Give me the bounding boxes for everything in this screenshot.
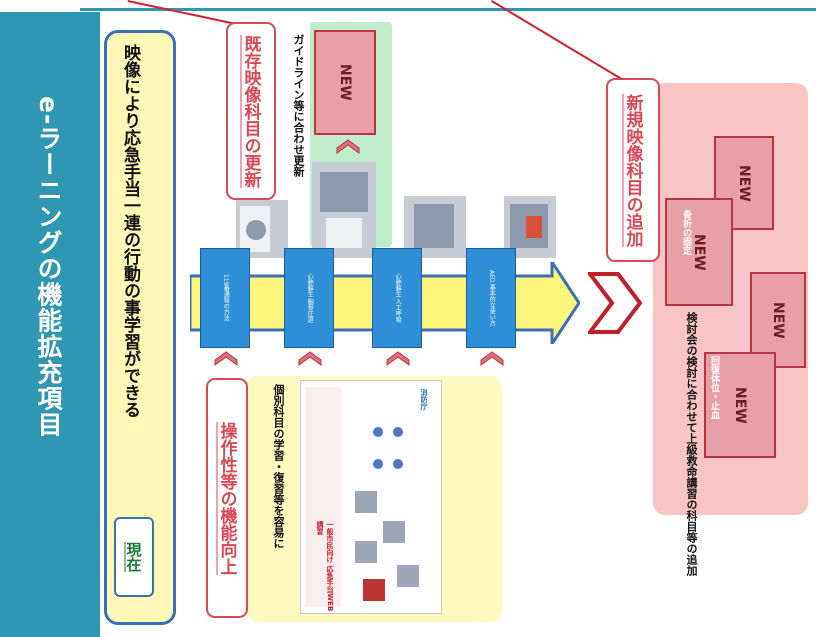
new-subject-item-1: 骨折の固定 <box>681 210 691 255</box>
existing-update-new-label: NEW <box>337 64 353 101</box>
step-2-chevron <box>298 351 322 366</box>
current-badge-label: 現在 <box>124 542 143 572</box>
flow-step-1: 119番通報の方法 <box>200 248 250 348</box>
web-course-brand: 消防庁 <box>420 389 428 410</box>
new-subject-box-1-label: NEW <box>736 164 752 202</box>
photo-aed <box>504 196 556 258</box>
operability-note: 個別科目の学習・復習等を容易に <box>272 384 285 549</box>
new-subject-box-3: NEW <box>750 272 806 368</box>
existing-update-heading-label: 既存映像科目の更新 <box>240 34 261 188</box>
web-course-menu-dot-1 <box>373 427 383 437</box>
callout-line-right <box>490 0 638 90</box>
flow-step-2-label: 心肺蘇生 胸骨圧迫 <box>306 273 314 323</box>
photo-chest-compression <box>312 162 376 258</box>
web-course-header <box>305 387 341 607</box>
web-course-thumb-3 <box>355 541 377 563</box>
operability-heading: 操作性等の機能向上 <box>206 378 248 618</box>
flow-step-3-label: 心肺蘇生 人工呼吸 <box>394 273 402 323</box>
existing-update-new-box: NEW <box>314 30 376 135</box>
new-subject-box-4: NEW <box>704 352 776 458</box>
new-subjects-chevron <box>588 272 642 334</box>
web-course-menu-dot-4 <box>393 459 403 469</box>
callout-line-left <box>127 0 238 26</box>
web-course-screen: 一般市民向け 応急手当WEB講習 消防庁 <box>300 380 442 614</box>
new-subjects-heading-label: 新規映像科目の追加 <box>622 93 643 247</box>
page-title: e-ラーニングの機能拡充項目 <box>34 96 63 438</box>
step-3-chevron <box>386 351 410 366</box>
new-subjects-heading: 新規映像科目の追加 <box>606 78 660 262</box>
operability-heading-label: 操作性等の機能向上 <box>216 421 237 575</box>
new-subjects-note: 検討会の検討に合わせて上級救命講習の科目等の追加 <box>685 312 698 576</box>
existing-update-chevron <box>336 139 360 154</box>
current-state-text: 映像により応急手当一連の行動の事学習ができる <box>120 44 140 418</box>
new-subject-box-4-label: NEW <box>732 386 748 424</box>
existing-update-heading: 既存映像科目の更新 <box>226 22 276 200</box>
web-course-thumb-2 <box>383 521 405 543</box>
new-subject-item-2: 回復体位・止血 <box>709 356 719 419</box>
new-subject-box-2: NEW <box>665 198 733 306</box>
top-border-line <box>80 8 816 11</box>
web-course-thumb-5 <box>363 579 385 601</box>
web-course-logo-text: 一般市民向け 応急手当WEB講習 <box>316 521 334 612</box>
new-subject-box-2-label: NEW <box>691 233 707 271</box>
current-badge: 現在 <box>114 517 154 597</box>
flow-step-4: AED 基本的な使い方 <box>466 248 516 348</box>
step-1-chevron <box>214 351 238 366</box>
existing-update-note: ガイドライン等に合わせ更新 <box>292 34 305 177</box>
web-course-menu-dot-2 <box>393 427 403 437</box>
new-subject-box-1: NEW <box>714 136 774 230</box>
web-course-menu-dot-3 <box>373 459 383 469</box>
photo-rescue-breathing <box>404 196 466 258</box>
web-course-thumb-4 <box>397 565 419 587</box>
flow-step-4-label: AED 基本的な使い方 <box>488 269 496 327</box>
step-4-chevron <box>480 351 504 366</box>
title-band <box>0 12 100 637</box>
flow-step-3: 心肺蘇生 人工呼吸 <box>372 248 422 348</box>
flow-step-2: 心肺蘇生 胸骨圧迫 <box>284 248 334 348</box>
flow-step-1-label: 119番通報の方法 <box>222 274 230 322</box>
web-course-thumb-1 <box>355 491 377 513</box>
new-subject-box-3-label: NEW <box>770 301 786 339</box>
